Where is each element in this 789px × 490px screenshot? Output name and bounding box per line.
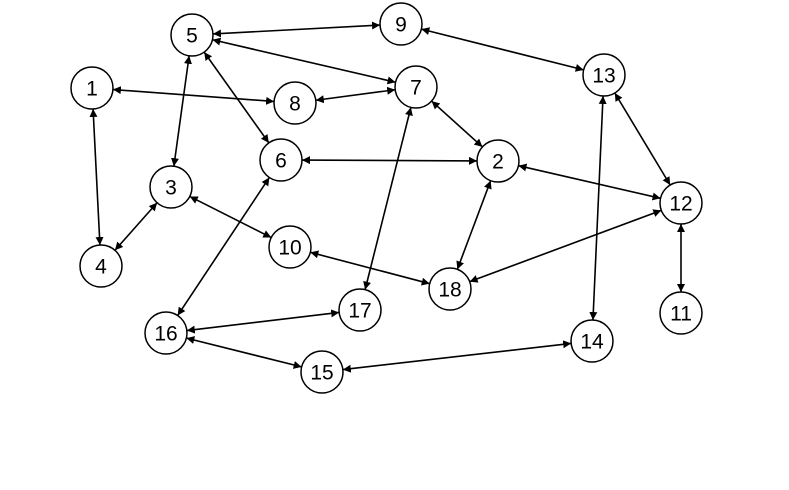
node-label: 9 [395,14,407,37]
edge-7-17 [363,107,413,290]
edge-16-15 [186,336,302,369]
node-circle [273,81,317,125]
node-label: 4 [95,256,107,279]
node-label: 17 [348,300,371,323]
edge-7-2 [431,100,483,148]
node-1: 1 [70,66,114,110]
node-11: 11 [659,291,703,335]
edge-1-4 [89,108,104,246]
node-label: 8 [289,93,301,116]
edge-12-18 [469,209,662,283]
node-circle [379,2,423,46]
node-12: 12 [659,181,703,225]
node-circle [659,181,703,225]
node-label: 1 [86,78,98,101]
node-label: 10 [278,237,301,260]
node-circle [268,225,312,269]
edge-13-14 [589,95,607,321]
node-label: 18 [438,279,461,302]
node-18: 18 [428,267,472,311]
node-6: 6 [259,138,303,182]
node-circle [70,66,114,110]
node-circle [149,165,193,209]
node-circle [144,311,188,355]
node-circle [79,244,123,288]
edge-6-16 [176,177,271,316]
edge-2-18 [456,180,492,270]
node-label: 6 [275,150,287,173]
node-label: 16 [154,323,177,346]
node-3: 3 [149,165,193,209]
node-label: 12 [669,193,692,216]
edge-3-4 [114,202,158,251]
node-17: 17 [338,288,382,332]
edge-5-9 [212,21,381,38]
node-circle [170,13,214,57]
node-label: 7 [410,77,422,100]
node-4: 4 [79,244,123,288]
edge-10-18 [310,250,430,286]
node-label: 15 [310,362,333,385]
node-circle [570,319,614,363]
node-label: 14 [580,331,604,354]
node-circle [394,65,438,109]
node-label: 2 [492,151,504,174]
node-14: 14 [570,319,614,363]
edge-16-17 [186,309,340,334]
edge-2-12 [518,163,661,201]
node-label: 5 [186,25,198,48]
node-7: 7 [394,65,438,109]
edge-15-14 [342,340,572,373]
node-circle [338,288,382,332]
node-circle [476,139,520,183]
edge-6-2 [301,156,478,165]
edge-5-3 [171,55,192,167]
node-16: 16 [144,311,188,355]
node-15: 15 [300,350,344,394]
edge-5-7 [212,37,396,85]
node-13: 13 [582,53,626,97]
edge-13-12 [614,92,671,186]
node-circle [428,267,472,311]
node-9: 9 [379,2,423,46]
node-10: 10 [268,225,312,269]
node-label: 11 [670,303,692,326]
node-5: 5 [170,13,214,57]
node-8: 8 [273,81,317,125]
node-circle [582,53,626,97]
edge-3-10 [189,195,272,239]
edge-9-13 [421,27,584,72]
edge-layer [89,21,685,373]
node-label: 13 [592,65,615,88]
node-label: 3 [165,177,177,200]
node-2: 2 [476,139,520,183]
edge-8-7 [315,86,396,104]
node-circle [300,350,344,394]
edge-1-8 [112,86,275,105]
node-circle [259,138,303,182]
node-circle [659,291,703,335]
